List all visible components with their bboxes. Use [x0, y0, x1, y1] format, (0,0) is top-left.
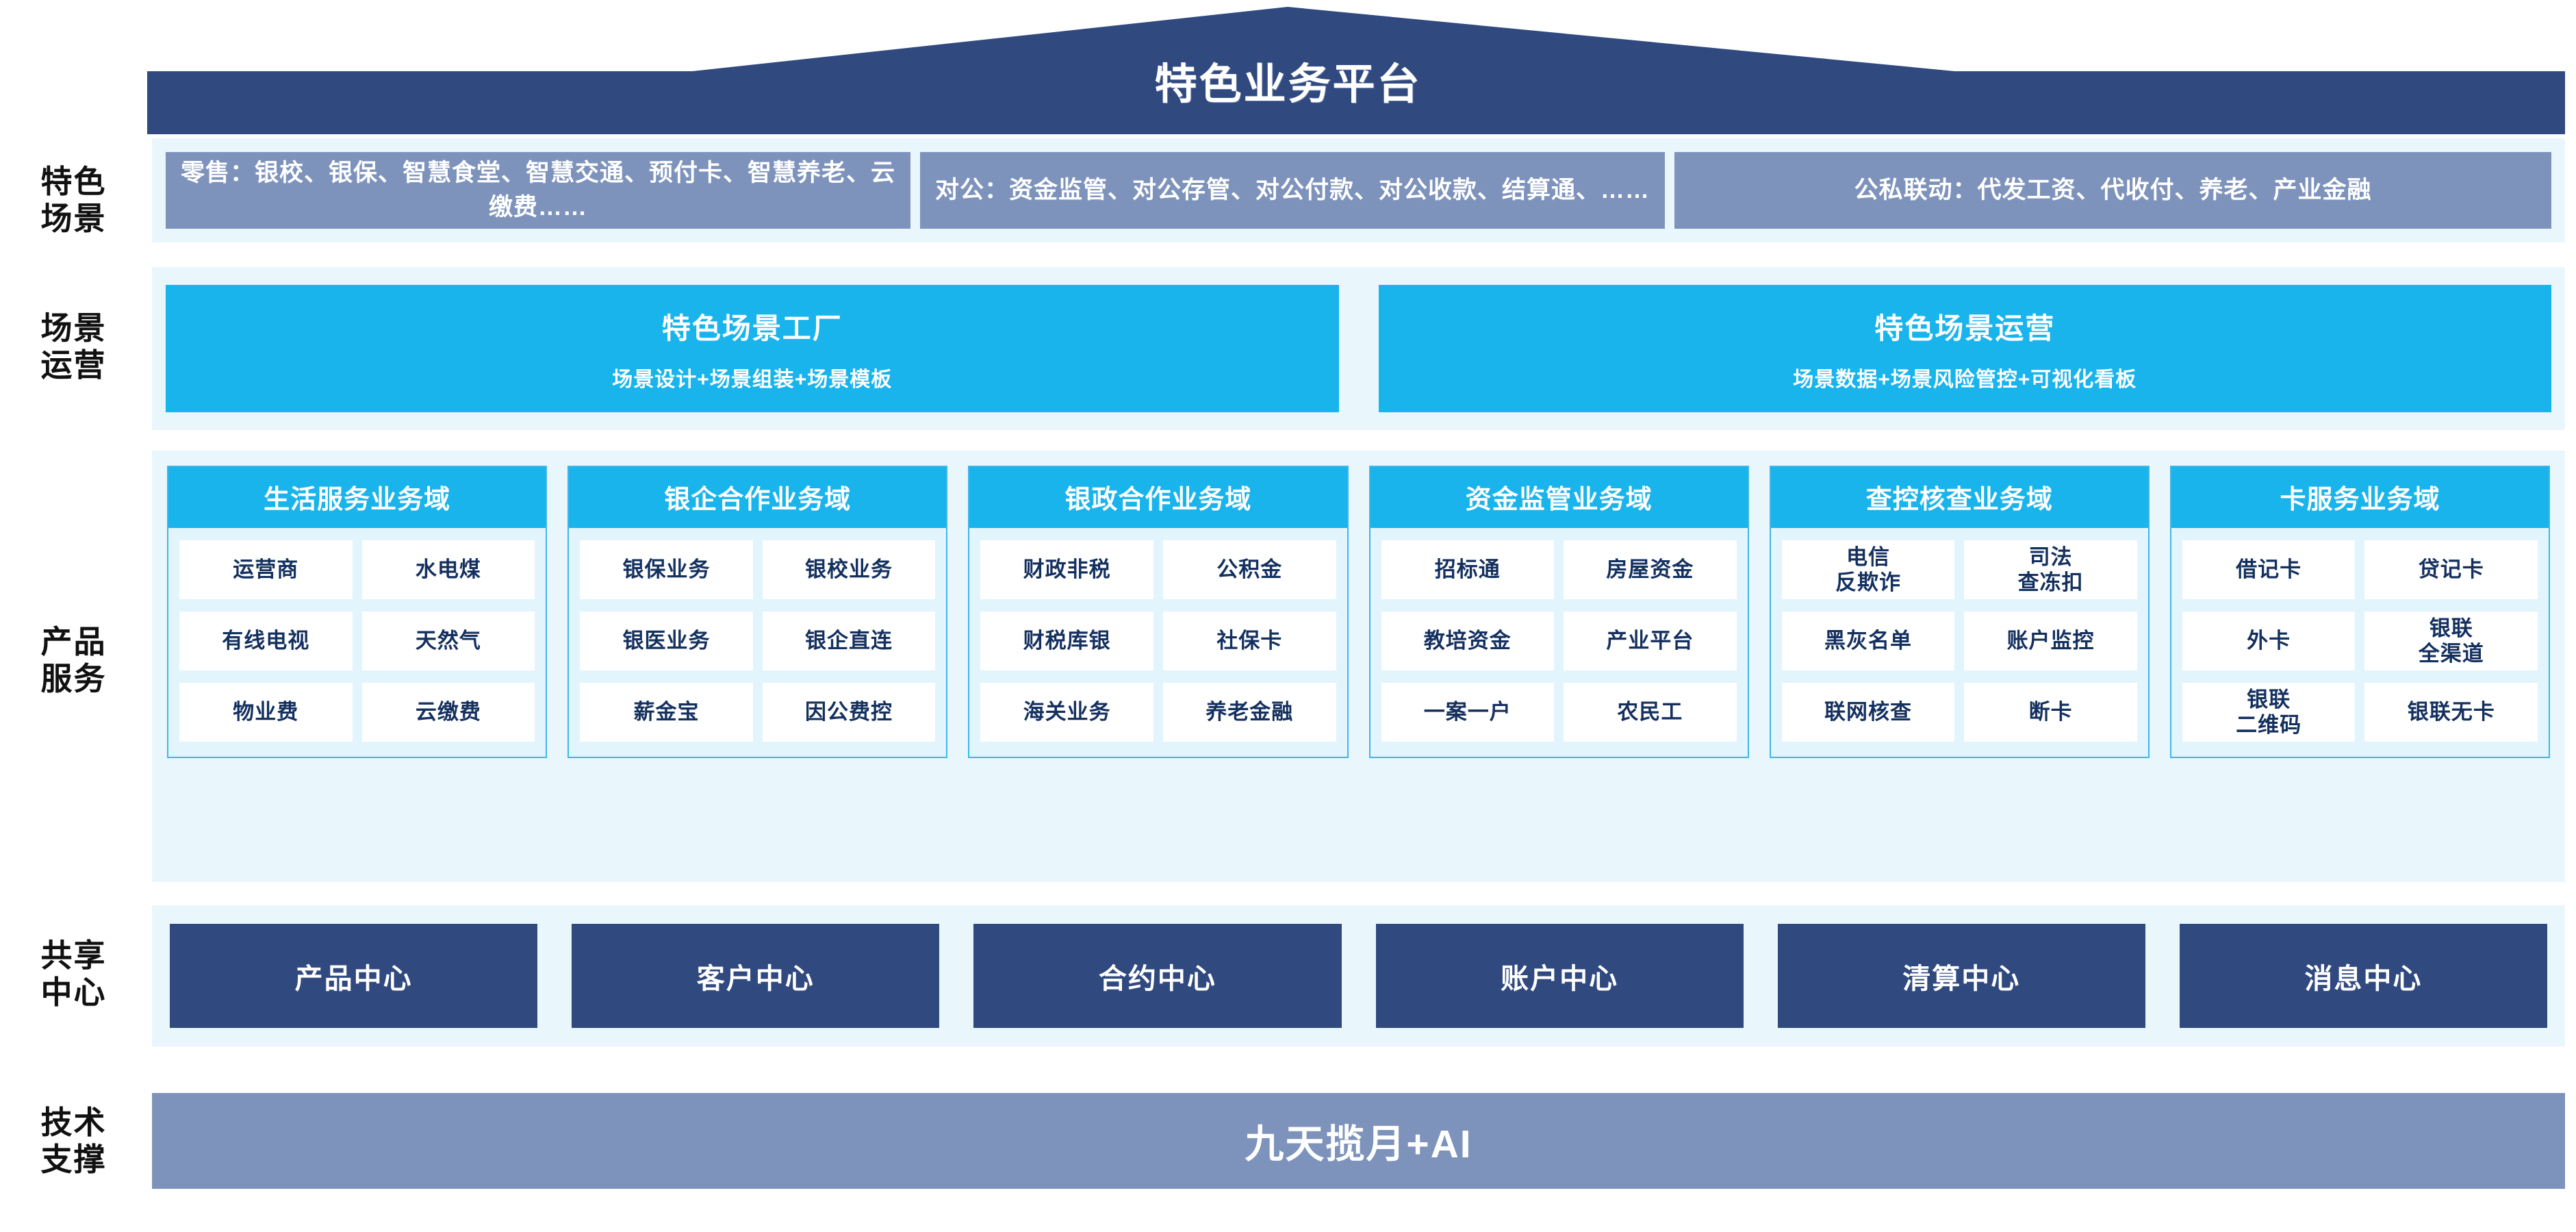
product-cell[interactable]: 薪金宝	[580, 683, 753, 742]
roof-shape-icon	[147, 7, 2565, 134]
product-column-life-service: 生活服务业务域 运营商 水电煤 有线电视 天然气 物业费 云缴费	[167, 466, 548, 758]
page-title: 特色业务平台	[1154, 61, 1422, 108]
product-cell-grid: 财政非税 公积金 财税库银 社保卡 海关业务 养老金融	[969, 528, 1347, 757]
product-cell[interactable]: 银企直连	[762, 612, 936, 670]
product-cell[interactable]: 招标通	[1381, 540, 1555, 599]
product-column-investigation: 查控核查业务域 电信 反欺诈 司法 查冻扣 黑灰名单 账户监控 联网核查 断卡	[1769, 466, 2150, 758]
product-cell[interactable]: 银校业务	[762, 540, 936, 599]
operation-box-scene-operation[interactable]: 特色场景运营 场景数据+场景风险管控+可视化看板	[1378, 285, 2551, 412]
product-cell-grid: 借记卡 贷记卡 外卡 银联 全渠道 银联 二维码 银联无卡	[2171, 528, 2549, 757]
product-cell[interactable]: 黑灰名单	[1781, 612, 1955, 670]
product-cell[interactable]: 银医业务	[580, 612, 753, 670]
product-column-bank-government: 银政合作业务域 财政非税 公积金 财税库银 社保卡 海关业务 养老金融	[968, 466, 1349, 758]
shared-center-band: 产品中心 客户中心 合约中心 账户中心 清算中心 消息中心	[152, 905, 2565, 1046]
product-cell[interactable]: 账户监控	[1964, 612, 2137, 670]
product-cell[interactable]: 电信 反欺诈	[1781, 540, 1955, 599]
operation-subtitle: 场景设计+场景组装+场景模板	[612, 368, 893, 391]
product-cell[interactable]: 养老金融	[1162, 683, 1336, 742]
product-column-title: 生活服务业务域	[168, 467, 546, 528]
product-cell[interactable]: 借记卡	[2182, 540, 2356, 599]
operation-band: 特色场景工厂 场景设计+场景组装+场景模板 特色场景运营 场景数据+场景风险管控…	[152, 267, 2565, 430]
scenario-box-retail[interactable]: 零售：银校、银保、智慧食堂、智慧交通、预付卡、智慧养老、云缴费……	[166, 152, 910, 229]
product-column-title: 资金监管业务域	[1370, 467, 1748, 528]
product-cell[interactable]: 银保业务	[580, 540, 753, 599]
shared-center-message[interactable]: 消息中心	[2179, 924, 2548, 1028]
product-cell[interactable]: 财税库银	[980, 612, 1153, 670]
product-column-title: 银政合作业务域	[969, 467, 1347, 528]
shared-center-account[interactable]: 账户中心	[1375, 924, 1744, 1028]
row-label-operation: 场景 运营	[40, 310, 107, 384]
product-column-title: 查控核查业务域	[1770, 467, 2148, 528]
product-column-bank-enterprise: 银企合作业务域 银保业务 银校业务 银医业务 银企直连 薪金宝 因公费控	[568, 466, 948, 758]
row-label-tech: 技术 支撑	[40, 1105, 107, 1178]
row-label-shared: 共享 中心	[40, 938, 107, 1011]
product-cell-grid: 招标通 房屋资金 教培资金 产业平台 一案一户 农民工	[1370, 528, 1748, 757]
shared-center-product[interactable]: 产品中心	[170, 924, 538, 1028]
product-column-card-service: 卡服务业务域 借记卡 贷记卡 外卡 银联 全渠道 银联 二维码 银联无卡	[2169, 466, 2551, 758]
shared-center-contract[interactable]: 合约中心	[973, 924, 1342, 1028]
product-column-fund-supervision: 资金监管业务域 招标通 房屋资金 教培资金 产业平台 一案一户 农民工	[1368, 466, 1749, 758]
platform-roof: 特色业务平台	[0, 0, 2576, 137]
product-cell[interactable]: 联网核查	[1781, 683, 1955, 742]
product-band: 生活服务业务域 运营商 水电煤 有线电视 天然气 物业费 云缴费 银企合作业务域…	[152, 451, 2565, 882]
product-cell[interactable]: 农民工	[1564, 683, 1737, 742]
product-cell[interactable]: 因公费控	[762, 683, 936, 742]
product-cell-grid: 运营商 水电煤 有线电视 天然气 物业费 云缴费	[168, 528, 546, 757]
product-cell[interactable]: 运营商	[179, 540, 353, 599]
product-cell[interactable]: 外卡	[2182, 612, 2356, 670]
product-cell[interactable]: 银联 全渠道	[2364, 612, 2538, 670]
row-label-product: 产品 服务	[40, 624, 107, 697]
product-cell-grid: 电信 反欺诈 司法 查冻扣 黑灰名单 账户监控 联网核查 断卡	[1771, 528, 2148, 757]
tech-support-title: 九天揽月+AI	[1245, 1122, 1472, 1166]
product-cell[interactable]: 司法 查冻扣	[1964, 540, 2137, 599]
product-cell[interactable]: 水电煤	[361, 540, 535, 599]
product-cell[interactable]: 海关业务	[980, 683, 1153, 742]
product-column-title: 银企合作业务域	[569, 467, 947, 528]
tech-support-band: 九天揽月+AI	[152, 1093, 2565, 1189]
product-cell[interactable]: 物业费	[179, 683, 353, 742]
operation-title: 特色场景工厂	[661, 312, 843, 344]
product-cell[interactable]: 社保卡	[1162, 612, 1336, 670]
product-cell[interactable]: 断卡	[1964, 683, 2137, 742]
product-cell[interactable]: 天然气	[361, 612, 535, 670]
product-cell[interactable]: 教培资金	[1381, 612, 1555, 670]
product-cell-grid: 银保业务 银校业务 银医业务 银企直连 薪金宝 因公费控	[569, 528, 946, 757]
product-cell[interactable]: 房屋资金	[1564, 540, 1737, 599]
product-cell[interactable]: 有线电视	[179, 612, 353, 670]
product-cell[interactable]: 银联 二维码	[2182, 683, 2356, 742]
product-cell[interactable]: 公积金	[1162, 540, 1336, 599]
scenario-band: 零售：银校、银保、智慧食堂、智慧交通、预付卡、智慧养老、云缴费…… 对公：资金监…	[152, 138, 2565, 242]
product-cell[interactable]: 贷记卡	[2364, 540, 2538, 599]
scenario-box-linkage[interactable]: 公私联动：代发工资、代收付、养老、产业金融	[1674, 152, 2551, 229]
shared-center-clearing[interactable]: 清算中心	[1777, 924, 2145, 1028]
operation-title: 特色场景运营	[1874, 312, 2056, 344]
scenario-box-corporate[interactable]: 对公：资金监管、对公存管、对公付款、对公收款、结算通、……	[920, 152, 1665, 229]
product-cell[interactable]: 产业平台	[1564, 612, 1737, 670]
row-label-scenario: 特色 场景	[40, 164, 107, 237]
product-cell[interactable]: 一案一户	[1381, 683, 1555, 742]
operation-subtitle: 场景数据+场景风险管控+可视化看板	[1793, 368, 2137, 391]
shared-center-customer[interactable]: 客户中心	[572, 924, 940, 1028]
operation-box-scene-factory[interactable]: 特色场景工厂 场景设计+场景组装+场景模板	[166, 285, 1339, 412]
product-cell[interactable]: 银联无卡	[2364, 683, 2538, 742]
product-cell[interactable]: 云缴费	[361, 683, 535, 742]
product-cell[interactable]: 财政非税	[980, 540, 1153, 599]
product-column-title: 卡服务业务域	[2171, 467, 2549, 528]
